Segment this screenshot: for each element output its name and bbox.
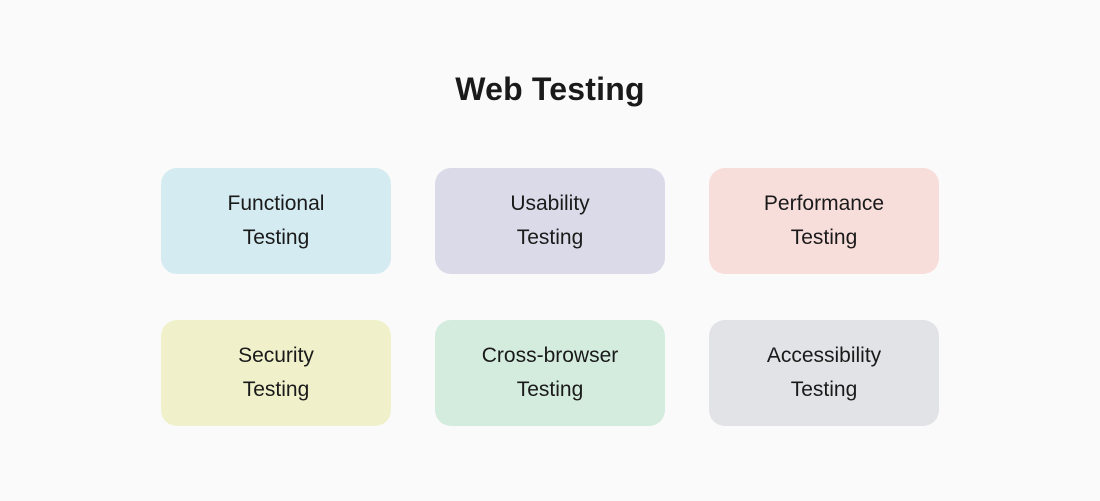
card-security-testing: Security Testing — [161, 320, 391, 426]
card-label-line: Usability — [510, 192, 590, 215]
card-accessibility-testing: Accessibility Testing — [709, 320, 939, 426]
card-cross-browser-testing: Cross-browser Testing — [435, 320, 665, 426]
card-label-line: Testing — [242, 378, 310, 401]
card-label-line: Accessibility — [766, 344, 882, 367]
testing-cards-grid: Functional Testing Usability Testing Per… — [161, 168, 939, 426]
card-label-line: Testing — [516, 226, 584, 249]
card-usability-testing: Usability Testing — [435, 168, 665, 274]
card-label-line: Performance — [763, 192, 885, 215]
card-label-line: Functional — [227, 192, 325, 215]
card-performance-testing: Performance Testing — [709, 168, 939, 274]
page-title: Web Testing — [455, 71, 645, 107]
card-label-line: Testing — [242, 226, 310, 249]
card-label-line: Testing — [516, 378, 584, 401]
card-label-line: Testing — [790, 378, 858, 401]
card-label-line: Security — [238, 344, 314, 367]
card-functional-testing: Functional Testing — [161, 168, 391, 274]
card-label-line: Testing — [790, 226, 858, 249]
card-label-line: Cross-browser — [481, 344, 619, 367]
